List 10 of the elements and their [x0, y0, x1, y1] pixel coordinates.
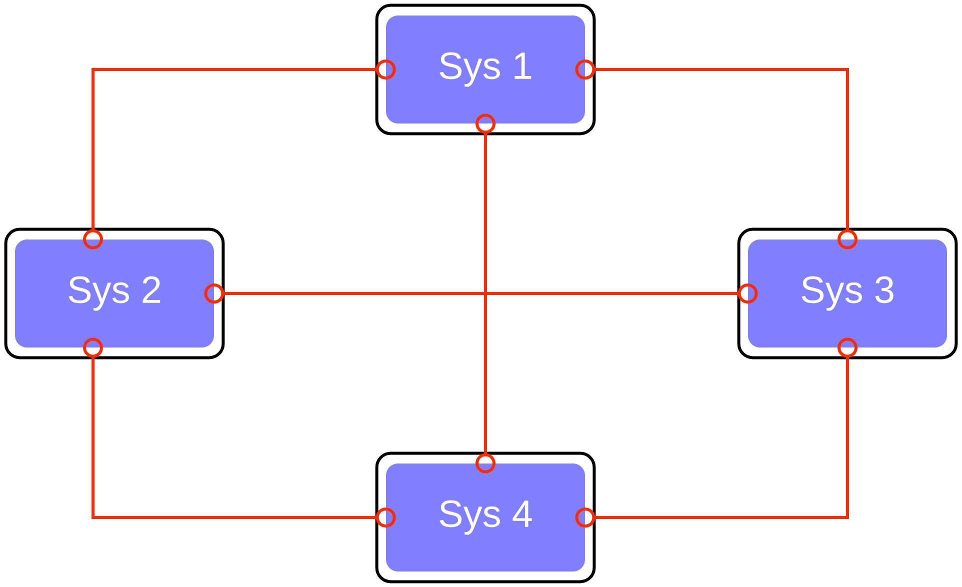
- connector: [83, 338, 396, 528]
- connector: [83, 60, 396, 250]
- connector: [204, 284, 758, 304]
- connector: [575, 338, 858, 528]
- connector: [575, 60, 858, 250]
- system-box: Sys 1: [375, 4, 596, 136]
- connector: [476, 114, 496, 474]
- system-box: Sys 2: [4, 228, 225, 360]
- system-box: Sys 3: [737, 228, 958, 360]
- system-box: Sys 4: [375, 452, 596, 584]
